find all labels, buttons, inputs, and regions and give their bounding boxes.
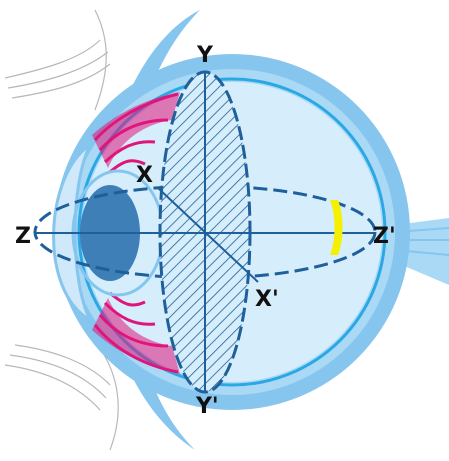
label-y-bottom: Y' [195, 394, 219, 419]
label-x-right: X' [255, 287, 279, 312]
iris-upper [92, 92, 180, 168]
label-x-left: X [136, 163, 153, 188]
macula [330, 200, 343, 255]
label-y-top: Y [196, 43, 214, 68]
iris-lower [92, 298, 180, 374]
axis-xx [157, 187, 259, 283]
label-z-left: Z [15, 224, 31, 249]
label-z-right: Z' [373, 224, 396, 249]
upper-eyelid-sketch [4, 9, 111, 111]
